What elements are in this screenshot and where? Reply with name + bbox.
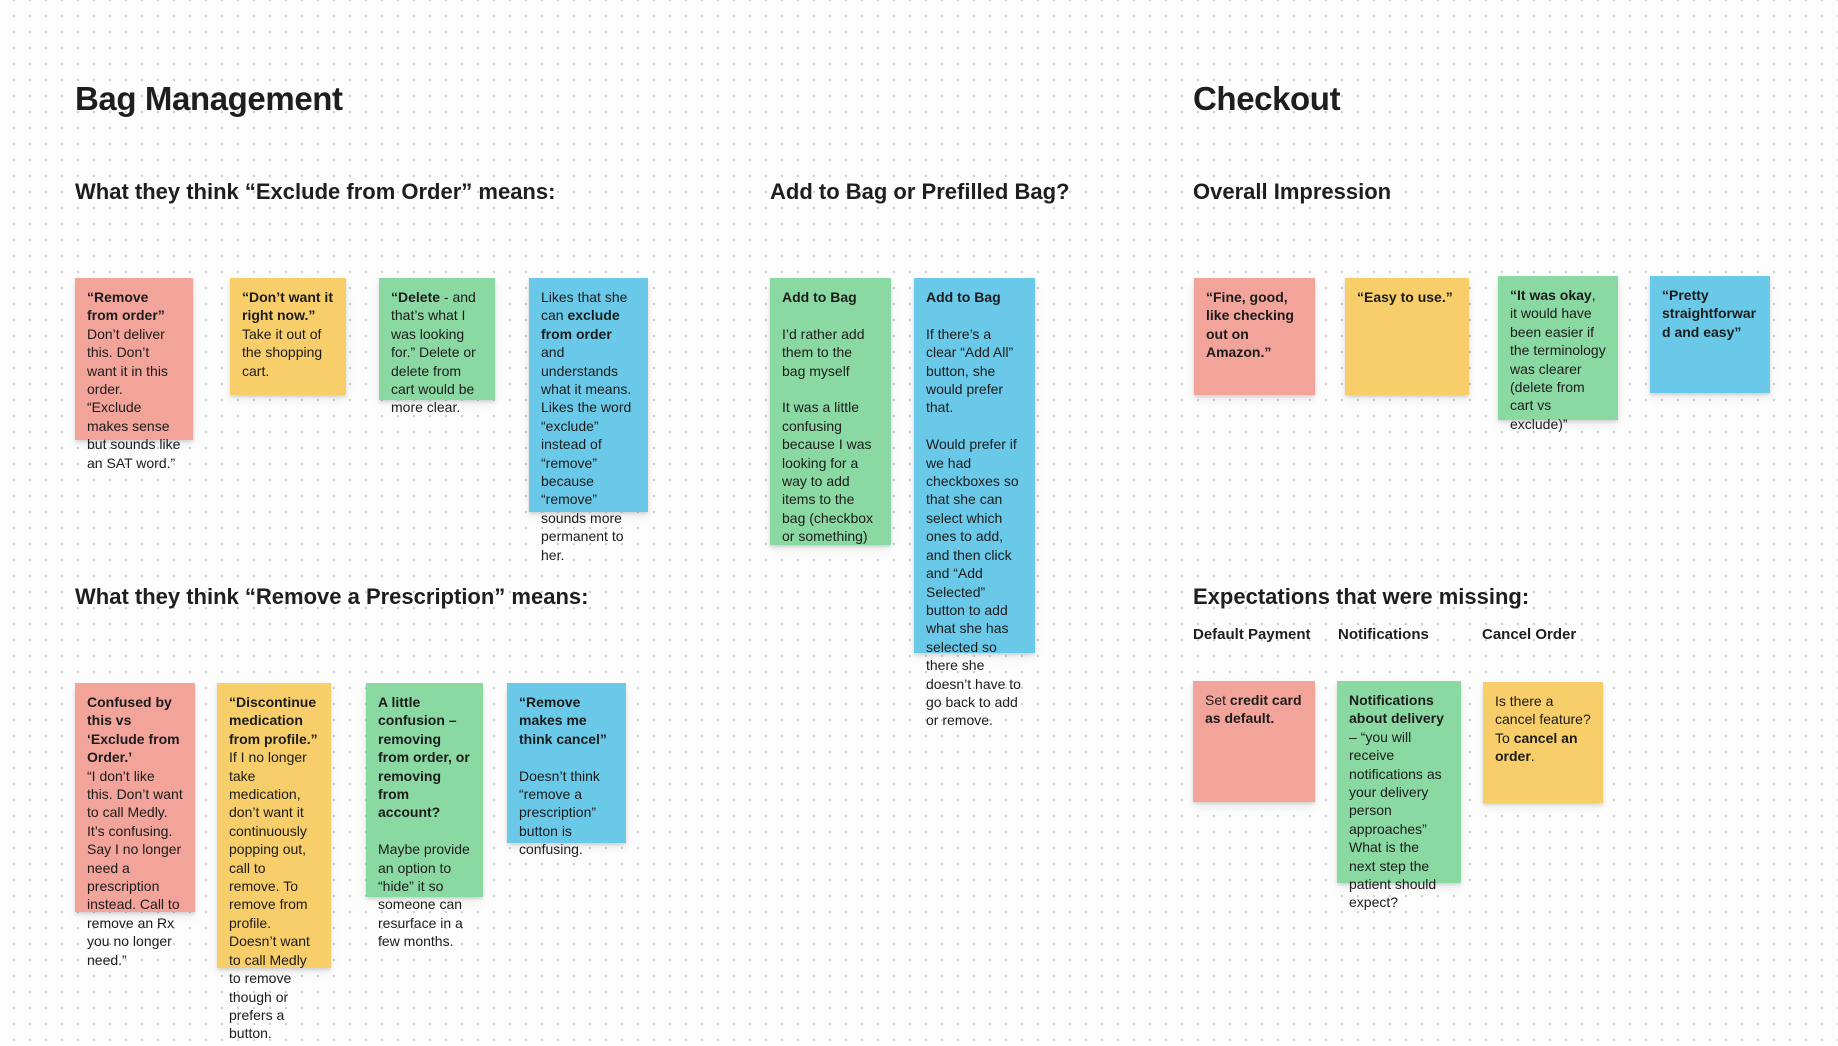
sticky-note-exclude-delete[interactable]: “Delete - and that’s what I was looking … — [379, 278, 495, 415]
sticky-note-text: Notifications about delivery – “you will… — [1349, 692, 1444, 911]
sticky-note-text: A little confusion – removing from order… — [378, 694, 474, 950]
sticky-note-text: “Discontinue medication from profile.” I… — [229, 694, 321, 1042]
sticky-note-text: “Fine, good, like checking out on Amazon… — [1206, 289, 1298, 361]
remove-prescription-heading: What they think “Remove a Prescription” … — [75, 584, 589, 609]
sticky-note-text: “Easy to use.” — [1357, 289, 1453, 305]
sticky-note-text: Is there a cancel feature? To cancel an … — [1495, 693, 1595, 765]
sticky-note-exp-cancel-order[interactable]: Is there a cancel feature? To cancel an … — [1483, 682, 1603, 803]
sticky-note-a2b-rather-add-myself[interactable]: Add to Bag I’d rather add them to the ba… — [770, 278, 891, 545]
sticky-note-text: “Pretty straightforward and easy” — [1662, 287, 1757, 340]
sticky-note-exclude-dont-want-it[interactable]: “Don’t want it right now.” Take it out o… — [230, 278, 346, 395]
column-label-cancel-order: Cancel Order — [1482, 626, 1577, 643]
overall-impression-heading: Overall Impression — [1193, 179, 1392, 204]
sticky-note-text: Set credit card as default. — [1205, 692, 1306, 727]
sticky-note-text: “Remove from order” Don’t deliver this. … — [87, 289, 185, 471]
sticky-note-exp-notifications[interactable]: Notifications about delivery – “you will… — [1337, 681, 1461, 910]
checkout-title: Checkout — [1193, 80, 1341, 117]
column-label-notifications: Notifications — [1338, 626, 1429, 643]
expectations-missing-heading: Expectations that were missing: — [1193, 584, 1530, 609]
sticky-note-overall-fine-good[interactable]: “Fine, good, like checking out on Amazon… — [1194, 278, 1315, 395]
sticky-note-overall-straightforward[interactable]: “Pretty straightforward and easy” — [1650, 276, 1770, 393]
exclude-from-order-heading: What they think “Exclude from Order” mea… — [75, 179, 556, 204]
bag-management-title: Bag Management — [75, 80, 343, 117]
sticky-note-removerx-confused[interactable]: Confused by this vs ‘Exclude from Order.… — [75, 683, 195, 968]
sticky-note-text: “It was okay, it would have been easier … — [1510, 287, 1610, 432]
sticky-note-exclude-likes-exclude[interactable]: Likes that she can exclude from order an… — [529, 278, 648, 563]
sticky-note-overall-it-was-okay[interactable]: “It was okay, it would have been easier … — [1498, 276, 1618, 432]
sticky-note-exclude-remove-from-order[interactable]: “Remove from order” Don’t deliver this. … — [75, 278, 193, 471]
sticky-note-text: “Remove makes me think cancel” Doesn’t t… — [519, 694, 607, 858]
sticky-note-overall-easy-to-use[interactable]: “Easy to use.” — [1345, 278, 1469, 395]
sticky-note-removerx-little-confusion[interactable]: A little confusion – removing from order… — [366, 683, 483, 948]
sticky-note-exp-default-payment[interactable]: Set credit card as default. — [1193, 681, 1315, 802]
sticky-note-a2b-add-all-button[interactable]: Add to Bag If there’s a clear “Add All” … — [914, 278, 1035, 728]
sticky-note-text: Add to Bag If there’s a clear “Add All” … — [926, 289, 1021, 729]
sticky-note-removerx-discontinue[interactable]: “Discontinue medication from profile.” I… — [217, 683, 331, 1041]
add-to-bag-heading: Add to Bag or Prefilled Bag? — [770, 179, 1070, 204]
sticky-note-text: Likes that she can exclude from order an… — [541, 289, 636, 563]
sticky-note-text: “Don’t want it right now.” Take it out o… — [242, 289, 337, 379]
column-label-default-payment: Default Payment — [1193, 626, 1311, 643]
sticky-note-text: Confused by this vs ‘Exclude from Order.… — [87, 694, 184, 968]
sticky-note-text: Add to Bag I’d rather add them to the ba… — [782, 289, 874, 545]
sticky-note-text: “Delete - and that’s what I was looking … — [391, 289, 480, 416]
sticky-note-removerx-think-cancel[interactable]: “Remove makes me think cancel” Doesn’t t… — [507, 683, 626, 856]
